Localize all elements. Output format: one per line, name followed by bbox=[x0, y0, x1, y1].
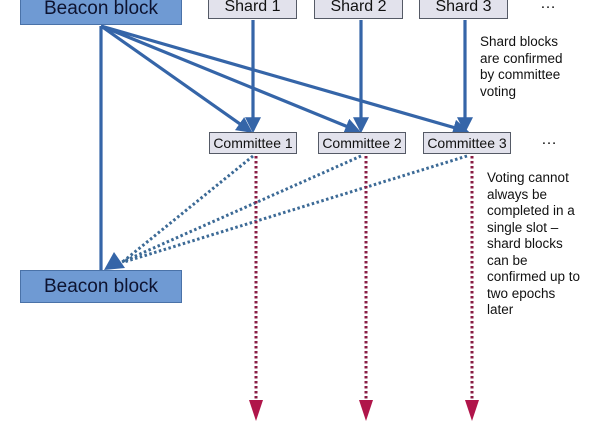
vote-committee-3-to-beacon bbox=[123, 154, 468, 264]
committee-2-label: Committee 2 bbox=[322, 135, 402, 151]
note-line: later bbox=[487, 302, 514, 317]
arrowhead-committee-3-down bbox=[465, 400, 479, 421]
arrow-beacon-to-committee-2 bbox=[100, 24, 361, 134]
vote-committee-2-to-beacon bbox=[121, 154, 362, 264]
committee-1: Committee 1 bbox=[209, 132, 297, 154]
note-line: shard blocks bbox=[487, 236, 563, 251]
note-line: always be bbox=[487, 186, 548, 202]
shard-2: Shard 2 bbox=[314, 0, 403, 19]
note-line: by committee bbox=[480, 67, 561, 82]
arrow-beacon-to-committee-3 bbox=[100, 24, 470, 136]
note-line: confirmed up to bbox=[487, 269, 581, 284]
committee-2: Committee 2 bbox=[318, 132, 406, 154]
beacon-block-top: Beacon block bbox=[20, 0, 182, 25]
shard-1-label: Shard 1 bbox=[224, 0, 281, 15]
shard-3: Shard 3 bbox=[419, 0, 508, 19]
beacon-block-bottom-label: Beacon block bbox=[43, 275, 159, 297]
arrowhead-committee-2-down bbox=[359, 400, 373, 421]
committees-more: … bbox=[541, 131, 557, 148]
note-line: Voting cannot bbox=[487, 170, 569, 185]
committee-1-label: Committee 1 bbox=[213, 135, 293, 151]
shard-1: Shard 1 bbox=[208, 0, 297, 19]
committee-3-label: Committee 3 bbox=[427, 135, 507, 151]
note-line: single slot – bbox=[487, 219, 559, 235]
note-line: completed in a bbox=[487, 203, 575, 218]
arrow-beacon-to-committee-1 bbox=[100, 24, 253, 133]
shard-3-label: Shard 3 bbox=[435, 0, 492, 15]
arrowhead-committee-1-down bbox=[249, 400, 263, 421]
beacon-block-bottom: Beacon block bbox=[20, 270, 182, 303]
beacon-block-top-label: Beacon block bbox=[43, 0, 159, 19]
note-line: are confirmed bbox=[480, 50, 563, 66]
note-shard-confirmation: Shard blocks are confirmed by committee … bbox=[480, 34, 563, 100]
note-voting-delay: Voting cannot always be completed in a s… bbox=[487, 170, 580, 319]
vote-committee-1-to-beacon bbox=[119, 154, 254, 266]
committee-3: Committee 3 bbox=[423, 132, 511, 154]
note-line: Shard blocks bbox=[480, 34, 559, 49]
note-line: voting bbox=[480, 83, 517, 99]
note-line: two epochs bbox=[487, 285, 556, 301]
shards-more: … bbox=[540, 0, 556, 12]
vote-arrowhead bbox=[104, 252, 125, 270]
shard-2-label: Shard 2 bbox=[330, 0, 387, 15]
note-line: can be bbox=[487, 252, 528, 268]
